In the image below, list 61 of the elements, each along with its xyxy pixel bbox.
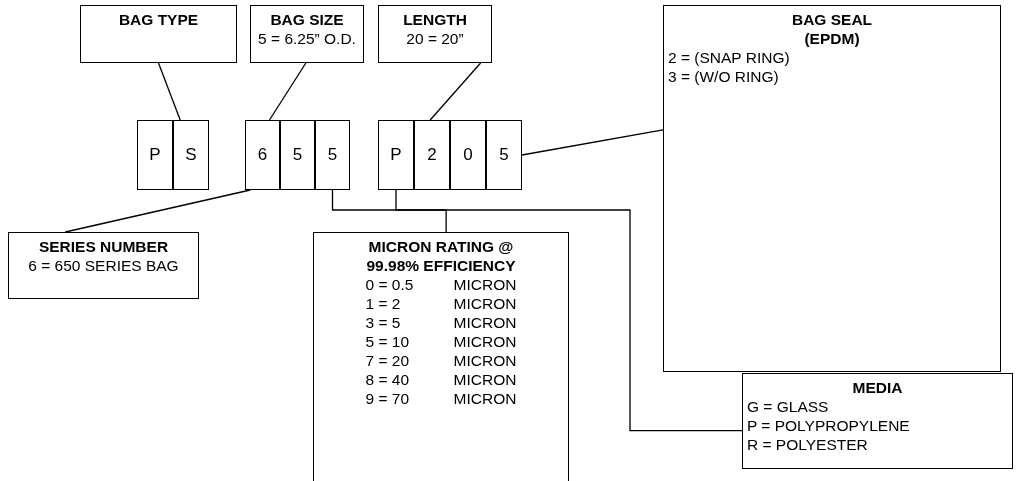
key-box [80,5,237,63]
code-box [245,120,280,190]
connector-line [521,129,664,156]
key-box [378,5,492,63]
key-entry: 5 = 10 [365,332,411,351]
key-entry: MICRON [453,332,517,351]
key-heading: BAG TYPE [117,10,200,29]
key-entry: 20 = 20” [405,29,465,48]
code-box [173,120,209,190]
key-heading: LENGTH [402,10,468,29]
key-box [663,5,1001,372]
code-box [315,120,350,190]
code-character: 5 [327,145,338,165]
code-character: 5 [292,145,303,165]
key-entry: 9 = 70 [365,389,411,408]
key-entry: R = POLYESTER [747,435,869,454]
key-entry: 6 = 650 SERIES BAG [27,256,180,275]
key-box [313,232,569,481]
key-entry: P = POLYPROPYLENE [747,416,911,435]
key-heading: MEDIA [851,378,904,397]
key-entry: 2 = (SNAP RING) [668,48,791,67]
code-character: 2 [427,145,437,165]
code-box [280,120,315,190]
key-entry: MICRON [453,370,517,389]
key-entry: 8 = 40 [365,370,411,389]
connector-line [268,62,307,121]
key-heading: BAG SEAL (EPDM) [790,10,874,48]
key-heading: BAG SIZE [269,10,345,29]
key-box [742,373,1013,469]
key-entry: MICRON [453,351,517,370]
key-entry: MICRON [453,313,517,332]
key-entry: G = GLASS [747,397,830,416]
key-entry: 7 = 20 [365,351,411,370]
code-character: P [390,145,402,165]
key-box [250,5,364,63]
code-box [137,120,173,190]
code-box [414,120,450,190]
code-character: 6 [257,145,268,165]
code-box [450,120,486,190]
connector-line [64,189,251,233]
key-entry: 0 = 0.5 [365,275,415,294]
key-entry: 1 = 2 [365,294,402,313]
key-entry: 5 = 6.25” O.D. [257,29,357,48]
key-heading: MICRON RATING @ 99.98% EFFICIENCY [365,237,517,275]
code-box [486,120,522,190]
key-entry: MICRON [453,294,517,313]
connector-line [331,189,447,233]
code-character: 5 [499,145,509,165]
key-entry: MICRON [453,275,517,294]
connector-line [157,62,181,121]
key-entry: MICRON [453,389,517,408]
code-character: P [149,145,161,165]
key-heading: SERIES NUMBER [37,237,170,256]
key-box [8,232,199,299]
code-character: S [185,145,197,165]
code-box [378,120,414,190]
connector-line [429,62,482,121]
key-entry: 3 = 5 [365,313,402,332]
code-character: 0 [463,145,473,165]
connector-line [395,189,743,432]
key-entry: 3 = (W/O RING) [668,67,780,86]
